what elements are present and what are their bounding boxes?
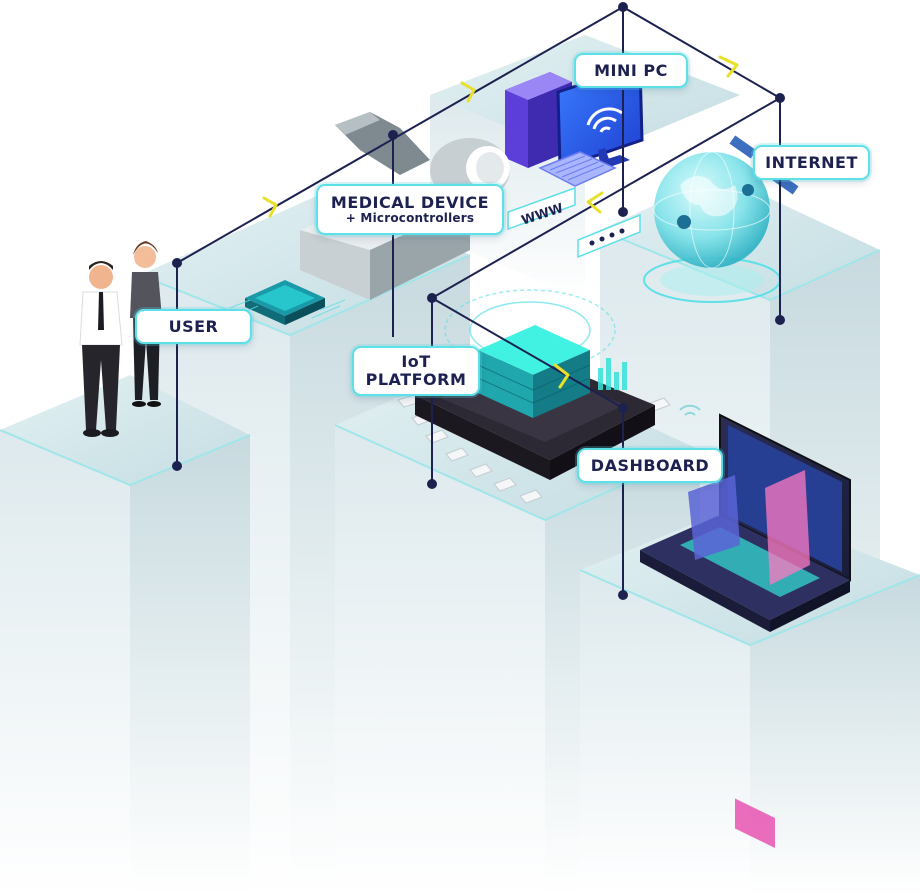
label-internet: INTERNET — [753, 145, 870, 180]
arrow-iot-dashboard — [553, 363, 570, 389]
connector-iot-dashboard — [431, 297, 624, 409]
globe-icon — [643, 151, 781, 303]
label-iot-platform: IoT PLATFORM — [352, 346, 480, 396]
label-mini-pc-title: MINI PC — [594, 60, 668, 80]
arrow-internet-iot — [586, 191, 604, 214]
label-iot-platform-title: IoT — [401, 352, 431, 372]
data-bars — [598, 358, 627, 390]
connector-top-internet — [622, 6, 781, 99]
pillar-user — [0, 375, 251, 896]
connection-dots — [172, 2, 785, 600]
connector-iot-internet — [431, 97, 781, 299]
label-user-title: USER — [168, 316, 219, 336]
label-mini-pc: MINI PC — [574, 53, 688, 88]
label-iot-platform-subtitle: PLATFORM — [365, 370, 467, 389]
label-medical-device-subtitle: + Microcontrollers — [345, 210, 475, 225]
wifi-icon — [679, 404, 701, 416]
keyboard-icon — [538, 151, 617, 187]
label-internet-title: INTERNET — [765, 152, 858, 172]
label-dashboard-title: DASHBOARD — [590, 455, 710, 475]
label-user: USER — [135, 309, 252, 344]
label-medical-device: MEDICAL DEVICE + Microcontrollers — [316, 184, 504, 235]
laptop-icon — [640, 413, 851, 848]
person-man — [79, 261, 123, 437]
arrow-user-medical — [262, 196, 278, 218]
arrow-medical-top — [460, 81, 476, 103]
label-medical-device-title: MEDICAL DEVICE — [330, 193, 490, 213]
connector-user-medical — [176, 6, 624, 264]
flow-arrows — [262, 55, 739, 389]
chip-icon — [229, 280, 346, 325]
password-icon — [577, 213, 641, 259]
arrow-top-internet — [718, 55, 739, 78]
label-dashboard: DASHBOARD — [577, 448, 723, 483]
desktop-pc-icon — [505, 62, 644, 172]
